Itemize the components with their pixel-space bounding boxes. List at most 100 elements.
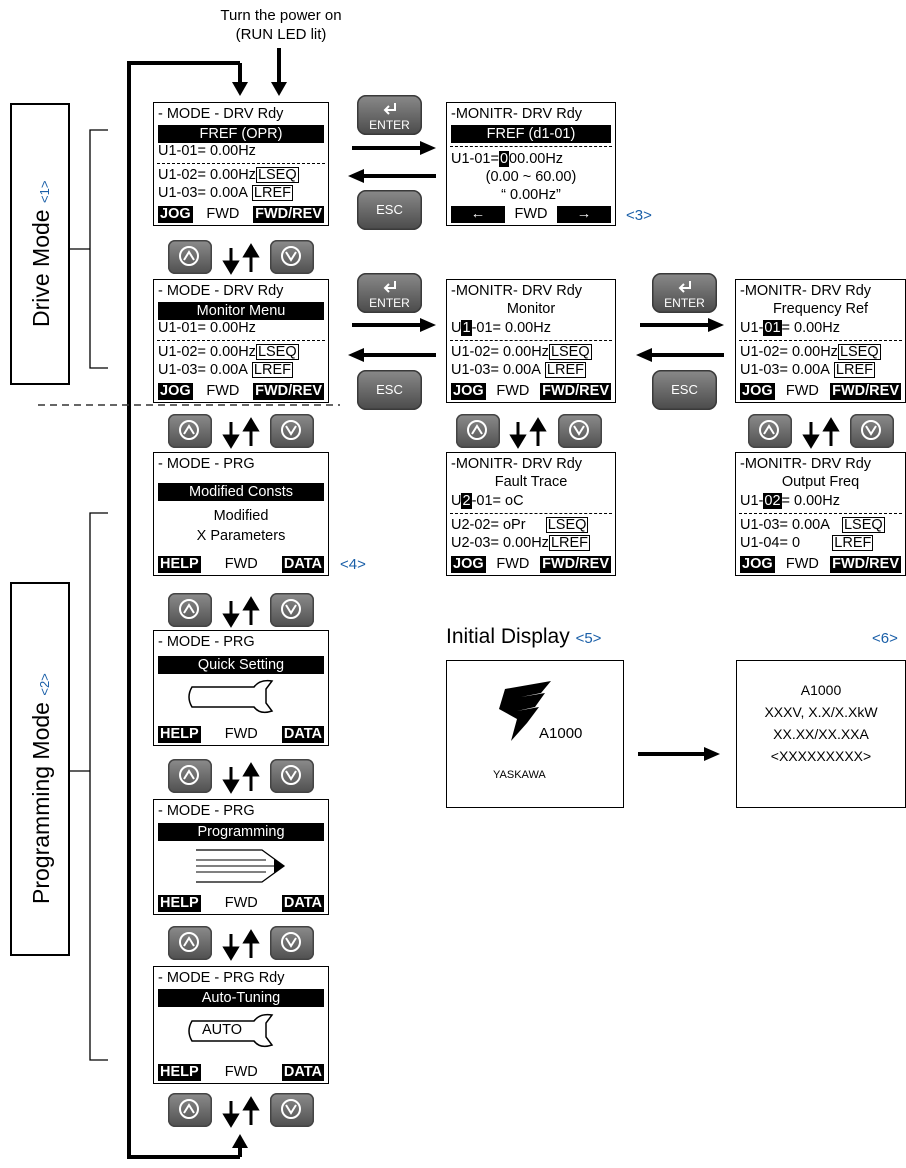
screen-title: Auto-Tuning bbox=[158, 989, 324, 1007]
screen-title: FREF (OPR) bbox=[158, 125, 324, 143]
up-arrow-icon bbox=[179, 765, 199, 785]
jog-label: JOG bbox=[740, 382, 775, 400]
ref-4: <4> bbox=[340, 556, 366, 573]
screen-line: U1-01= 0.00Hz bbox=[158, 143, 256, 159]
wrench-icon bbox=[188, 679, 274, 714]
jog-label: JOG bbox=[158, 382, 193, 400]
screen-line: U1-02= 0.00Hz bbox=[451, 344, 549, 360]
left-arrow-icon: ← bbox=[451, 205, 505, 223]
screen-monitor-menu: - MODE - DRV Rdy Monitor Menu U1-01= 0.0… bbox=[153, 279, 329, 403]
programming-mode-title: Programming Mode bbox=[28, 702, 54, 904]
lseq-tag: LSEQ bbox=[545, 517, 589, 533]
down-key[interactable] bbox=[270, 926, 314, 960]
down-key[interactable] bbox=[270, 593, 314, 627]
esc-label: ESC bbox=[671, 382, 698, 397]
screen-line: U1-03= 0.00A bbox=[740, 517, 830, 533]
lref-tag: LREF bbox=[251, 362, 293, 378]
screen-fref-edit: -MONITR- DRV Rdy FREF (d1-01) U1-01=000.… bbox=[446, 102, 616, 226]
screen-line: U1-03= 0.00A bbox=[740, 362, 830, 378]
ref-3: <3> bbox=[626, 207, 652, 224]
esc-key[interactable]: ESC bbox=[357, 370, 422, 410]
up-key[interactable] bbox=[168, 1093, 212, 1127]
divider bbox=[450, 146, 612, 147]
fwd-label: FWD bbox=[496, 555, 530, 572]
fwd-rev-label: FWD/REV bbox=[830, 555, 901, 573]
esc-label: ESC bbox=[376, 382, 403, 397]
screen-line: U1- bbox=[740, 493, 764, 509]
programming-mode-ref: <2> bbox=[37, 673, 52, 696]
divider bbox=[157, 163, 325, 164]
fwd-label: FWD bbox=[224, 555, 258, 572]
up-key[interactable] bbox=[168, 926, 212, 960]
default-text: “ 0.00Hz” bbox=[501, 187, 561, 203]
screen-line: X Parameters bbox=[196, 528, 286, 544]
screen-title: Fault Trace bbox=[494, 474, 568, 490]
ref-5: <5> bbox=[575, 630, 602, 647]
screen-title: FREF (d1-01) bbox=[451, 125, 611, 143]
screen-title: Modified Consts bbox=[158, 483, 324, 501]
esc-label: ESC bbox=[376, 202, 403, 217]
screen-header: - MODE - PRG bbox=[158, 456, 255, 472]
fwd-rev-label: FWD/REV bbox=[540, 555, 611, 573]
fwd-rev-label: FWD/REV bbox=[540, 382, 611, 400]
esc-key[interactable]: ESC bbox=[357, 190, 422, 230]
up-key[interactable] bbox=[456, 414, 500, 448]
screen-header: - MODE - PRG Rdy bbox=[158, 970, 285, 986]
drive-mode-title: Drive Mode bbox=[28, 209, 54, 327]
screen-line: U1-04= 0 bbox=[740, 535, 801, 551]
down-arrow-icon bbox=[281, 1099, 301, 1119]
up-key[interactable] bbox=[168, 593, 212, 627]
fwd-label: FWD bbox=[224, 1063, 258, 1080]
up-key[interactable] bbox=[168, 759, 212, 793]
enter-key[interactable]: ENTER bbox=[652, 273, 717, 313]
down-arrow-icon bbox=[281, 765, 301, 785]
logo-model: A1000 bbox=[539, 725, 583, 742]
down-key[interactable] bbox=[270, 759, 314, 793]
fwd-label: FWD bbox=[224, 725, 258, 742]
screen-line: 00.00Hz bbox=[509, 151, 564, 167]
divider bbox=[450, 340, 612, 341]
screen-line: U1-02= 0.00Hz bbox=[740, 344, 838, 360]
down-arrow-icon bbox=[569, 420, 589, 440]
cursor-digit: 2 bbox=[461, 493, 472, 509]
power-on-line1: Turn the power on bbox=[220, 7, 342, 24]
screen-line: U1-03= 0.00A bbox=[158, 362, 248, 378]
screen-header: -MONITR- DRV Rdy bbox=[740, 456, 872, 472]
screen-header: - MODE - DRV Rdy bbox=[158, 283, 284, 299]
ref-6: <6> bbox=[872, 630, 898, 647]
programming-mode-text: Programming Mode <2> bbox=[28, 673, 55, 904]
enter-key[interactable]: ENTER bbox=[357, 95, 422, 135]
auto-label: AUTO bbox=[202, 1022, 243, 1038]
screen-header: -MONITR- DRV Rdy bbox=[451, 283, 583, 299]
divider bbox=[157, 340, 325, 341]
enter-icon bbox=[678, 281, 691, 293]
screen-line: U1- bbox=[740, 320, 764, 336]
up-key[interactable] bbox=[748, 414, 792, 448]
programming-mode-label: Programming Mode <2> bbox=[10, 582, 70, 956]
screen-fault-trace: -MONITR- DRV Rdy Fault Trace U2-01= oC U… bbox=[446, 452, 616, 576]
fwd-label: FWD bbox=[785, 382, 819, 399]
jog-label: JOG bbox=[451, 555, 486, 573]
esc-key[interactable]: ESC bbox=[652, 370, 717, 410]
up-key[interactable] bbox=[168, 414, 212, 448]
enter-key[interactable]: ENTER bbox=[357, 273, 422, 313]
screen-title: Programming bbox=[158, 823, 324, 841]
up-key[interactable] bbox=[168, 240, 212, 274]
right-arrow-icon: → bbox=[556, 205, 611, 223]
drive-mode-text: Drive Mode <1> bbox=[28, 181, 55, 327]
power-on-label: Turn the power on (RUN LED lit) bbox=[176, 6, 386, 44]
cursor-digit: 02 bbox=[763, 493, 782, 509]
screen-line: Modified bbox=[213, 508, 269, 524]
yaskawa-logo-icon bbox=[499, 681, 551, 741]
down-key[interactable] bbox=[270, 1093, 314, 1127]
down-key[interactable] bbox=[850, 414, 894, 448]
down-key[interactable] bbox=[558, 414, 602, 448]
help-label: HELP bbox=[158, 555, 201, 573]
initial-display-heading: Initial Display <5> bbox=[446, 625, 601, 649]
down-key[interactable] bbox=[270, 414, 314, 448]
fwd-label: FWD bbox=[496, 382, 530, 399]
down-key[interactable] bbox=[270, 240, 314, 274]
screen-title: Frequency Ref bbox=[772, 301, 869, 317]
drive-mode-ref: <1> bbox=[37, 180, 52, 203]
